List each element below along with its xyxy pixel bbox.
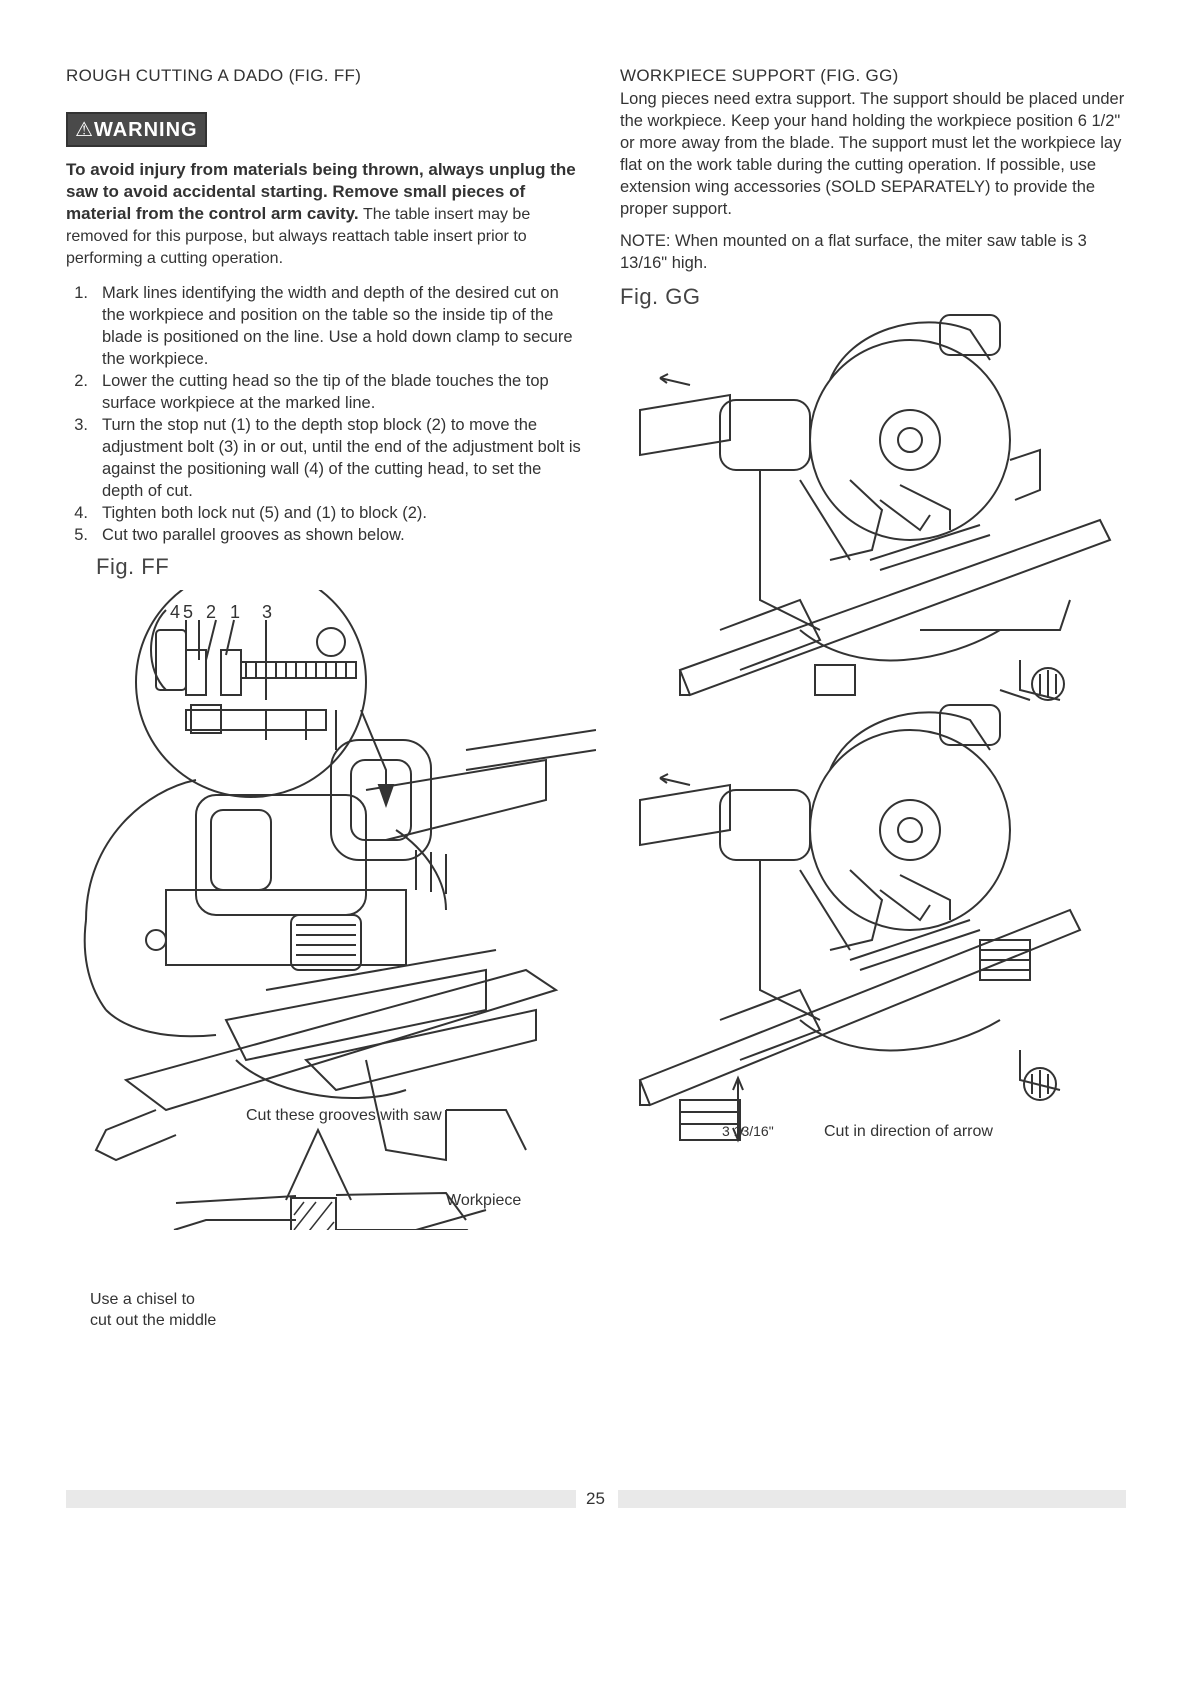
warning-icon: ⚠ — [75, 119, 94, 141]
fig-ff-illustration: 4 5 2 1 3 Cut these grooves with saw Wor… — [83, 590, 596, 1230]
workpiece-label: Workpiece — [446, 1192, 521, 1209]
callout-5: 5 — [183, 602, 193, 622]
warning-text: To avoid injury from materials being thr… — [66, 159, 586, 270]
dado-steps-list: 1.Mark lines identifying the width and d… — [66, 282, 586, 546]
note-paragraph: NOTE: When mounted on a flat surface, th… — [620, 230, 1125, 274]
detail-callout-circle — [135, 590, 367, 798]
footer-band-right — [618, 1490, 1126, 1508]
saw-top-illustration — [639, 314, 1112, 701]
height-dimension-label: 3 13/16" — [722, 1123, 774, 1139]
section-heading-dado: ROUGH CUTTING A DADO (FIG. FF) — [66, 66, 362, 85]
warning-label: WARNING — [93, 119, 198, 141]
note-label: NOTE: — [620, 232, 671, 250]
groove-caption: Cut these grooves with saw — [246, 1107, 442, 1124]
warning-rest-text: The table insert may be removed for this… — [66, 206, 531, 267]
warning-badge: ⚠WARNING — [66, 112, 207, 147]
workpiece-board-bottom — [638, 908, 1082, 1107]
callout-2: 2 — [206, 602, 216, 622]
support-block-left — [679, 1099, 741, 1141]
section-heading-workpiece-support: WORKPIECE SUPPORT (FIG. GG) — [620, 66, 899, 85]
callout-1: 1 — [230, 602, 240, 622]
groove-hatched-area — [290, 1197, 337, 1230]
page-number: 25 — [586, 1489, 605, 1508]
chisel-caption-line-1: Use a chisel to — [90, 1291, 195, 1308]
chisel-caption-line-2: cut out the middle — [90, 1312, 217, 1329]
chisel-caption: Use a chisel to cut out the middle — [90, 1289, 216, 1331]
footer-band-left — [66, 1490, 576, 1508]
workpiece-board-top — [678, 518, 1112, 697]
fig-gg-label: Fig. GG — [620, 284, 701, 309]
left-column: ROUGH CUTTING A DADO (FIG. FF) ⚠WARNING … — [66, 66, 586, 580]
list-item: 1.Mark lines identifying the width and d… — [74, 284, 573, 368]
callout-3: 3 — [262, 602, 272, 622]
fig-ff-label: Fig. FF — [96, 554, 170, 579]
list-item: 4.Tighten both lock nut (5) and (1) to b… — [74, 504, 427, 522]
workpiece-support-paragraph: Long pieces need extra support. The supp… — [620, 90, 1125, 218]
cut-direction-caption: Cut in direction of arrow — [824, 1123, 993, 1140]
fig-gg-illustration: 3 13/16" Cut in direction of arrow — [638, 314, 1112, 1143]
callout-4: 4 — [170, 602, 180, 622]
warning-bold-text: To avoid injury from materials being thr… — [66, 160, 576, 223]
list-item: 2.Lower the cutting head so the tip of t… — [74, 372, 549, 412]
note-text: When mounted on a flat surface, the mite… — [620, 232, 1087, 272]
right-column: WORKPIECE SUPPORT (FIG. GG) Long pieces … — [620, 66, 1125, 310]
list-item: 3.Turn the stop nut (1) to the depth sto… — [74, 416, 581, 500]
list-item: 5.Cut two parallel grooves as shown belo… — [74, 526, 405, 544]
saw-bottom-illustration — [638, 704, 1082, 1143]
